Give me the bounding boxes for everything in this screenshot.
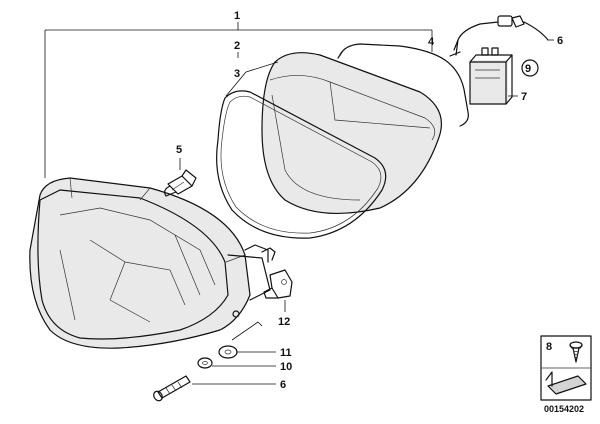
headlight-housing (29, 177, 276, 349)
gasket-seal (216, 90, 387, 239)
callout-5: 5 (176, 144, 182, 156)
leader-lines (44, 22, 554, 385)
callout-9: 9 (525, 63, 531, 75)
control-unit (469, 47, 513, 105)
callout-11: 11 (280, 347, 292, 359)
callout-10: 10 (280, 361, 292, 373)
callout-7: 7 (521, 91, 527, 103)
self-tapping-screw (569, 341, 583, 363)
drawing-code: 00154202 (544, 404, 584, 414)
wiring-harness (337, 15, 549, 127)
screw (153, 375, 191, 402)
callout-labels: 1 2 3 4 5 6 7 9 12 11 10 6 (176, 10, 563, 391)
bulb (164, 169, 197, 197)
callout-2: 2 (234, 40, 240, 52)
callout-6-bottom: 6 (280, 379, 286, 391)
headlight-lens (261, 52, 442, 215)
callout-12: 12 (278, 316, 290, 328)
mounting-bracket (263, 269, 293, 299)
clip-symbol (545, 371, 587, 395)
callout-3: 3 (234, 68, 240, 80)
callout-4: 4 (428, 36, 435, 48)
callout-6: 6 (557, 35, 563, 47)
inset-callout-8: 8 (546, 341, 552, 353)
callout-1: 1 (234, 10, 240, 22)
clip-ring (521, 59, 539, 77)
inset-box: 8 (540, 335, 592, 401)
washer-set (197, 345, 238, 369)
